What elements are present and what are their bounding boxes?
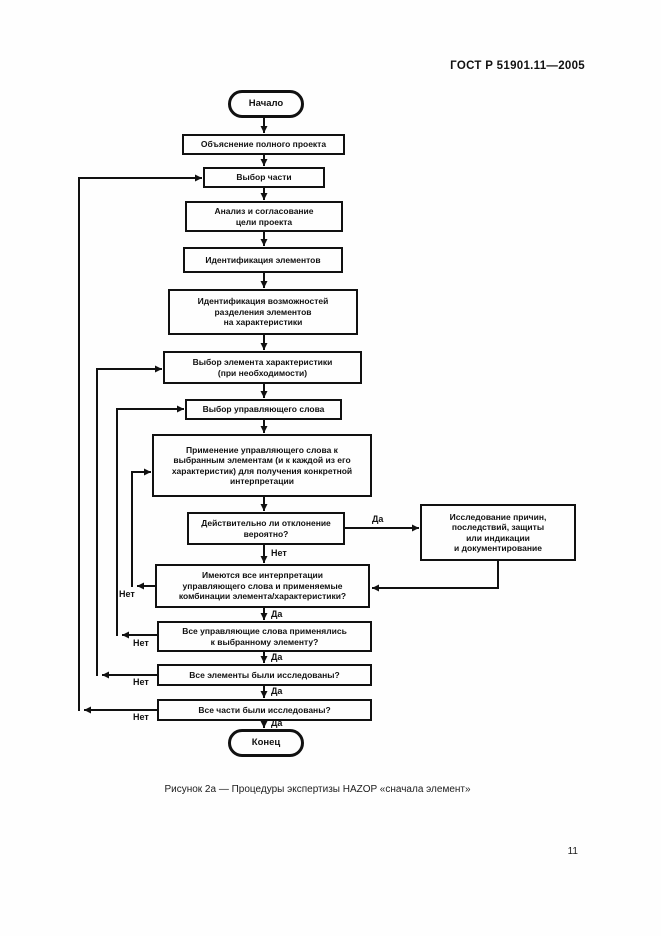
edge-label-no-deviation: Нет [271, 548, 287, 558]
node-identify-elements: Идентификация элементов [183, 247, 343, 273]
node-select-guide-word: Выбор управляющего слова [185, 399, 342, 420]
node-all-guide-words: Все управляющие слова применялись к выбр… [157, 621, 372, 652]
edge-label-no-parts: Нет [133, 712, 149, 722]
edge-label-no-elements: Нет [133, 677, 149, 687]
document-header: ГОСТ Р 51901.11—2005 [450, 60, 585, 72]
edge-label-yes-elements: Да [271, 686, 283, 696]
node-analyze-goals: Анализ и согласование цели проекта [185, 201, 343, 232]
node-all-interpretations: Имеются все интерпретации управляющего с… [155, 564, 370, 608]
figure-caption: Рисунок 2а — Процедуры экспертизы HAZOP … [164, 784, 471, 795]
node-end: Конец [228, 729, 304, 757]
edge-label-no-interpretations: Нет [119, 589, 135, 599]
node-select-part: Выбор части [203, 167, 325, 188]
node-identify-division: Идентификация возможностей разделения эл… [168, 289, 358, 335]
edge-label-yes-parts: Да [271, 718, 283, 728]
edge-label-no-guide-words: Нет [133, 638, 149, 648]
node-all-elements: Все элементы были исследованы? [157, 664, 372, 686]
node-explain-design: Объяснение полного проекта [182, 134, 345, 155]
node-deviation-credible: Действительно ли отклонение вероятно? [187, 512, 345, 545]
page-number: 11 [567, 846, 578, 857]
edge-label-yes-deviation: Да [372, 514, 384, 524]
node-investigate: Исследование причин, последствий, защиты… [420, 504, 576, 561]
node-all-parts: Все части были исследованы? [157, 699, 372, 721]
node-start: Начало [228, 90, 304, 118]
node-select-element: Выбор элемента характеристики (при необх… [163, 351, 362, 384]
node-apply-guide-word: Применение управляющего слова к выбранны… [152, 434, 372, 497]
edge-label-yes-interpretations: Да [271, 609, 283, 619]
edge-label-yes-guide-words: Да [271, 652, 283, 662]
